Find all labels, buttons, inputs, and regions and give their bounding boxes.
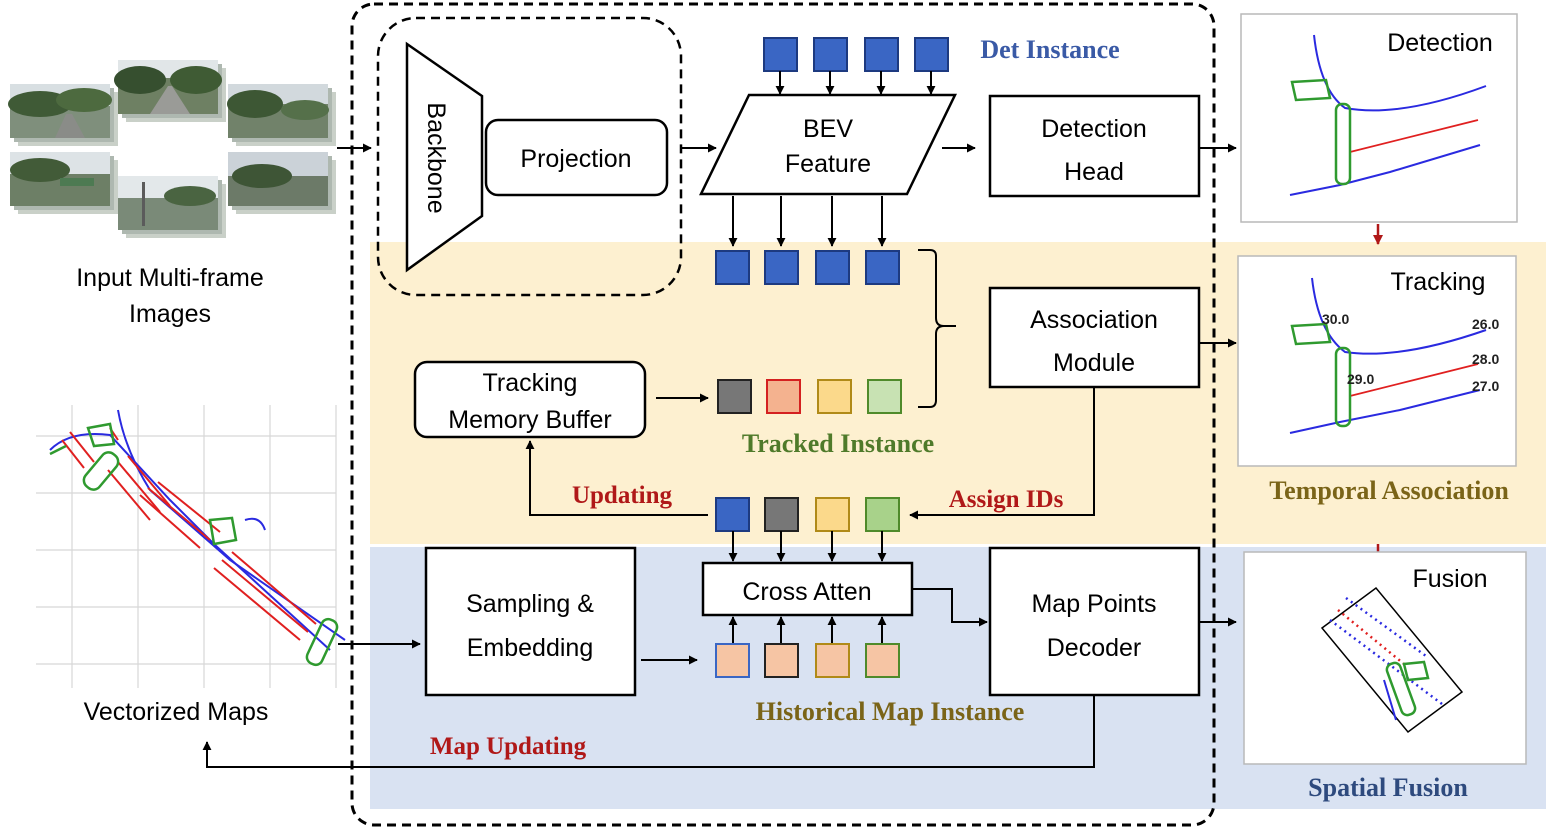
backbone-label: Backbone xyxy=(422,102,450,213)
cross-atten-label: Cross Atten xyxy=(742,578,871,606)
temporal-association-label: Temporal Association xyxy=(1269,476,1509,505)
spatial-fusion-label: Spatial Fusion xyxy=(1308,773,1468,802)
det-instance-label: Det Instance xyxy=(980,35,1119,64)
track-id-30: 30.0 xyxy=(1322,311,1349,327)
memory-label-line2: Memory Buffer xyxy=(448,406,611,434)
assign-ids-label: Assign IDs xyxy=(949,486,1064,513)
tracked-instance-queries xyxy=(717,379,902,414)
association-module-block xyxy=(988,286,1201,389)
association-label-line2: Module xyxy=(1053,349,1135,377)
sampling-embedding-block xyxy=(424,546,637,697)
vectorized-map xyxy=(36,405,346,688)
map-points-decoder-block xyxy=(988,546,1201,697)
detection-head-label-line1: Detection xyxy=(1041,115,1147,143)
historical-map-instance-label: Historical Map Instance xyxy=(756,697,1025,726)
track-id-28: 28.0 xyxy=(1472,351,1499,367)
det-instance-queries xyxy=(763,37,949,72)
detection-head-label-line2: Head xyxy=(1064,158,1124,186)
detection-panel xyxy=(1240,13,1518,223)
projection-label: Projection xyxy=(520,145,631,173)
detection-panel-title: Detection xyxy=(1387,29,1493,57)
bev-label-line1: BEV xyxy=(803,115,853,143)
tracked-instance-label: Tracked Instance xyxy=(742,429,934,458)
tracking-memory-buffer-block xyxy=(413,360,647,439)
input-images-label-line2: Images xyxy=(129,300,211,328)
decoder-label-line2: Decoder xyxy=(1047,634,1142,662)
association-label-line1: Association xyxy=(1030,306,1158,334)
merge-brace xyxy=(918,249,956,408)
vectorized-maps-label: Vectorized Maps xyxy=(84,698,269,726)
bev-instance-queries xyxy=(715,250,900,285)
map-updating-label: Map Updating xyxy=(430,733,587,760)
sampling-label-line1: Sampling & xyxy=(466,590,594,618)
backbone-block xyxy=(405,41,484,273)
projection-block xyxy=(484,118,669,197)
main-dashed-frame xyxy=(350,2,1216,827)
tracking-panel-title: Tracking xyxy=(1391,268,1486,296)
memory-label-line1: Tracking xyxy=(483,369,578,397)
track-id-26: 26.0 xyxy=(1472,316,1499,332)
updating-label: Updating xyxy=(572,482,673,509)
tracking-panel xyxy=(1237,255,1517,467)
detection-head-block xyxy=(988,94,1201,198)
fusion-panel xyxy=(1243,551,1527,765)
bev-feature-block xyxy=(699,93,957,196)
historical-map-instance-queries xyxy=(715,643,900,678)
input-images-label-line1: Input Multi-frame xyxy=(76,264,264,292)
cross-atten-block xyxy=(701,561,914,617)
track-id-27: 27.0 xyxy=(1472,378,1499,394)
decoder-label-line1: Map Points xyxy=(1031,590,1156,618)
camera-images xyxy=(8,60,336,238)
sampling-label-line2: Embedding xyxy=(467,634,593,662)
bev-label-line2: Feature xyxy=(785,150,871,178)
connector-arrows xyxy=(202,143,1237,768)
encoder-dashed-frame xyxy=(376,16,683,297)
track-id-29: 29.0 xyxy=(1347,371,1374,387)
assigned-instance-queries xyxy=(715,497,900,532)
fusion-panel-title: Fusion xyxy=(1412,565,1487,593)
